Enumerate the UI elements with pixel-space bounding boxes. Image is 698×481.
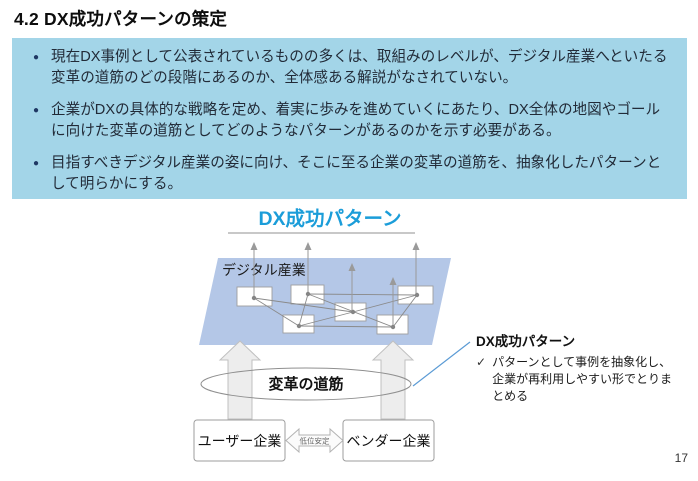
summary-bullet-3: ● 目指すべきデジタル産業の姿に向け、そこに至る企業の変革の道筋を、抽象化したパ… <box>30 153 669 195</box>
callout-heading: DX成功パターン <box>476 334 576 349</box>
check-icon: ✓ <box>476 355 487 369</box>
summary-bullet-text: 現在DX事例として公表されているものの多くは、取組みのレベルが、デジタル産業へと… <box>51 49 668 86</box>
block-arrow-right <box>371 340 415 420</box>
plane-label: デジタル産業 <box>222 262 306 278</box>
page-number: 17 <box>674 451 688 465</box>
vendor-company-label: ベンダー企業 <box>347 433 431 449</box>
callout-text: パターンとして事例を抽象化し、企業が再利用しやすい形でとりまとめる <box>492 355 672 403</box>
summary-bullet-1: ● 現在DX事例として公表されているものの多くは、取組みのレベルが、デジタル産業… <box>30 47 669 89</box>
summary-bullet-2: ● 企業がDXの具体的な戦略を定め、着実に歩みを進めていくにあたり、DX全体の地… <box>30 100 669 142</box>
double-arrow <box>285 427 344 454</box>
block-arrow-left <box>218 340 262 420</box>
transformation-path-label: 変革の道筋 <box>268 375 343 393</box>
callout-connector-line <box>412 341 471 387</box>
diagram-title: DX成功パターン <box>258 207 401 230</box>
bullet-icon: ● <box>32 158 40 169</box>
summary-box: ● 現在DX事例として公表されているものの多くは、取組みのレベルが、デジタル産業… <box>12 38 687 199</box>
callout-body: ✓ パターンとして事例を抽象化し、企業が再利用しやすい形でとりまとめる <box>476 354 676 405</box>
network-edges <box>253 293 418 328</box>
page-title: 4.2 DX成功パターンの策定 <box>14 9 228 29</box>
user-company-label: ユーザー企業 <box>198 433 282 449</box>
bullet-icon: ● <box>32 52 40 63</box>
upward-arrows <box>253 249 417 327</box>
bullet-icon: ● <box>32 105 40 116</box>
summary-bullet-text: 企業がDXの具体的な戦略を定め、着実に歩みを進めていくにあたり、DX全体の地図や… <box>51 102 661 139</box>
upward-arrowheads <box>250 242 420 285</box>
summary-bullet-text: 目指すべきデジタル産業の姿に向け、そこに至る企業の変革の道筋を、抽象化したパター… <box>51 155 662 192</box>
transformation-path-ellipse <box>200 367 412 401</box>
dx-pattern-diagram: DX成功パターン デジタル産業 <box>193 207 471 462</box>
double-arrow-label: 低位安定 <box>300 436 330 446</box>
user-company-box <box>193 419 286 462</box>
network-dots <box>251 291 420 330</box>
